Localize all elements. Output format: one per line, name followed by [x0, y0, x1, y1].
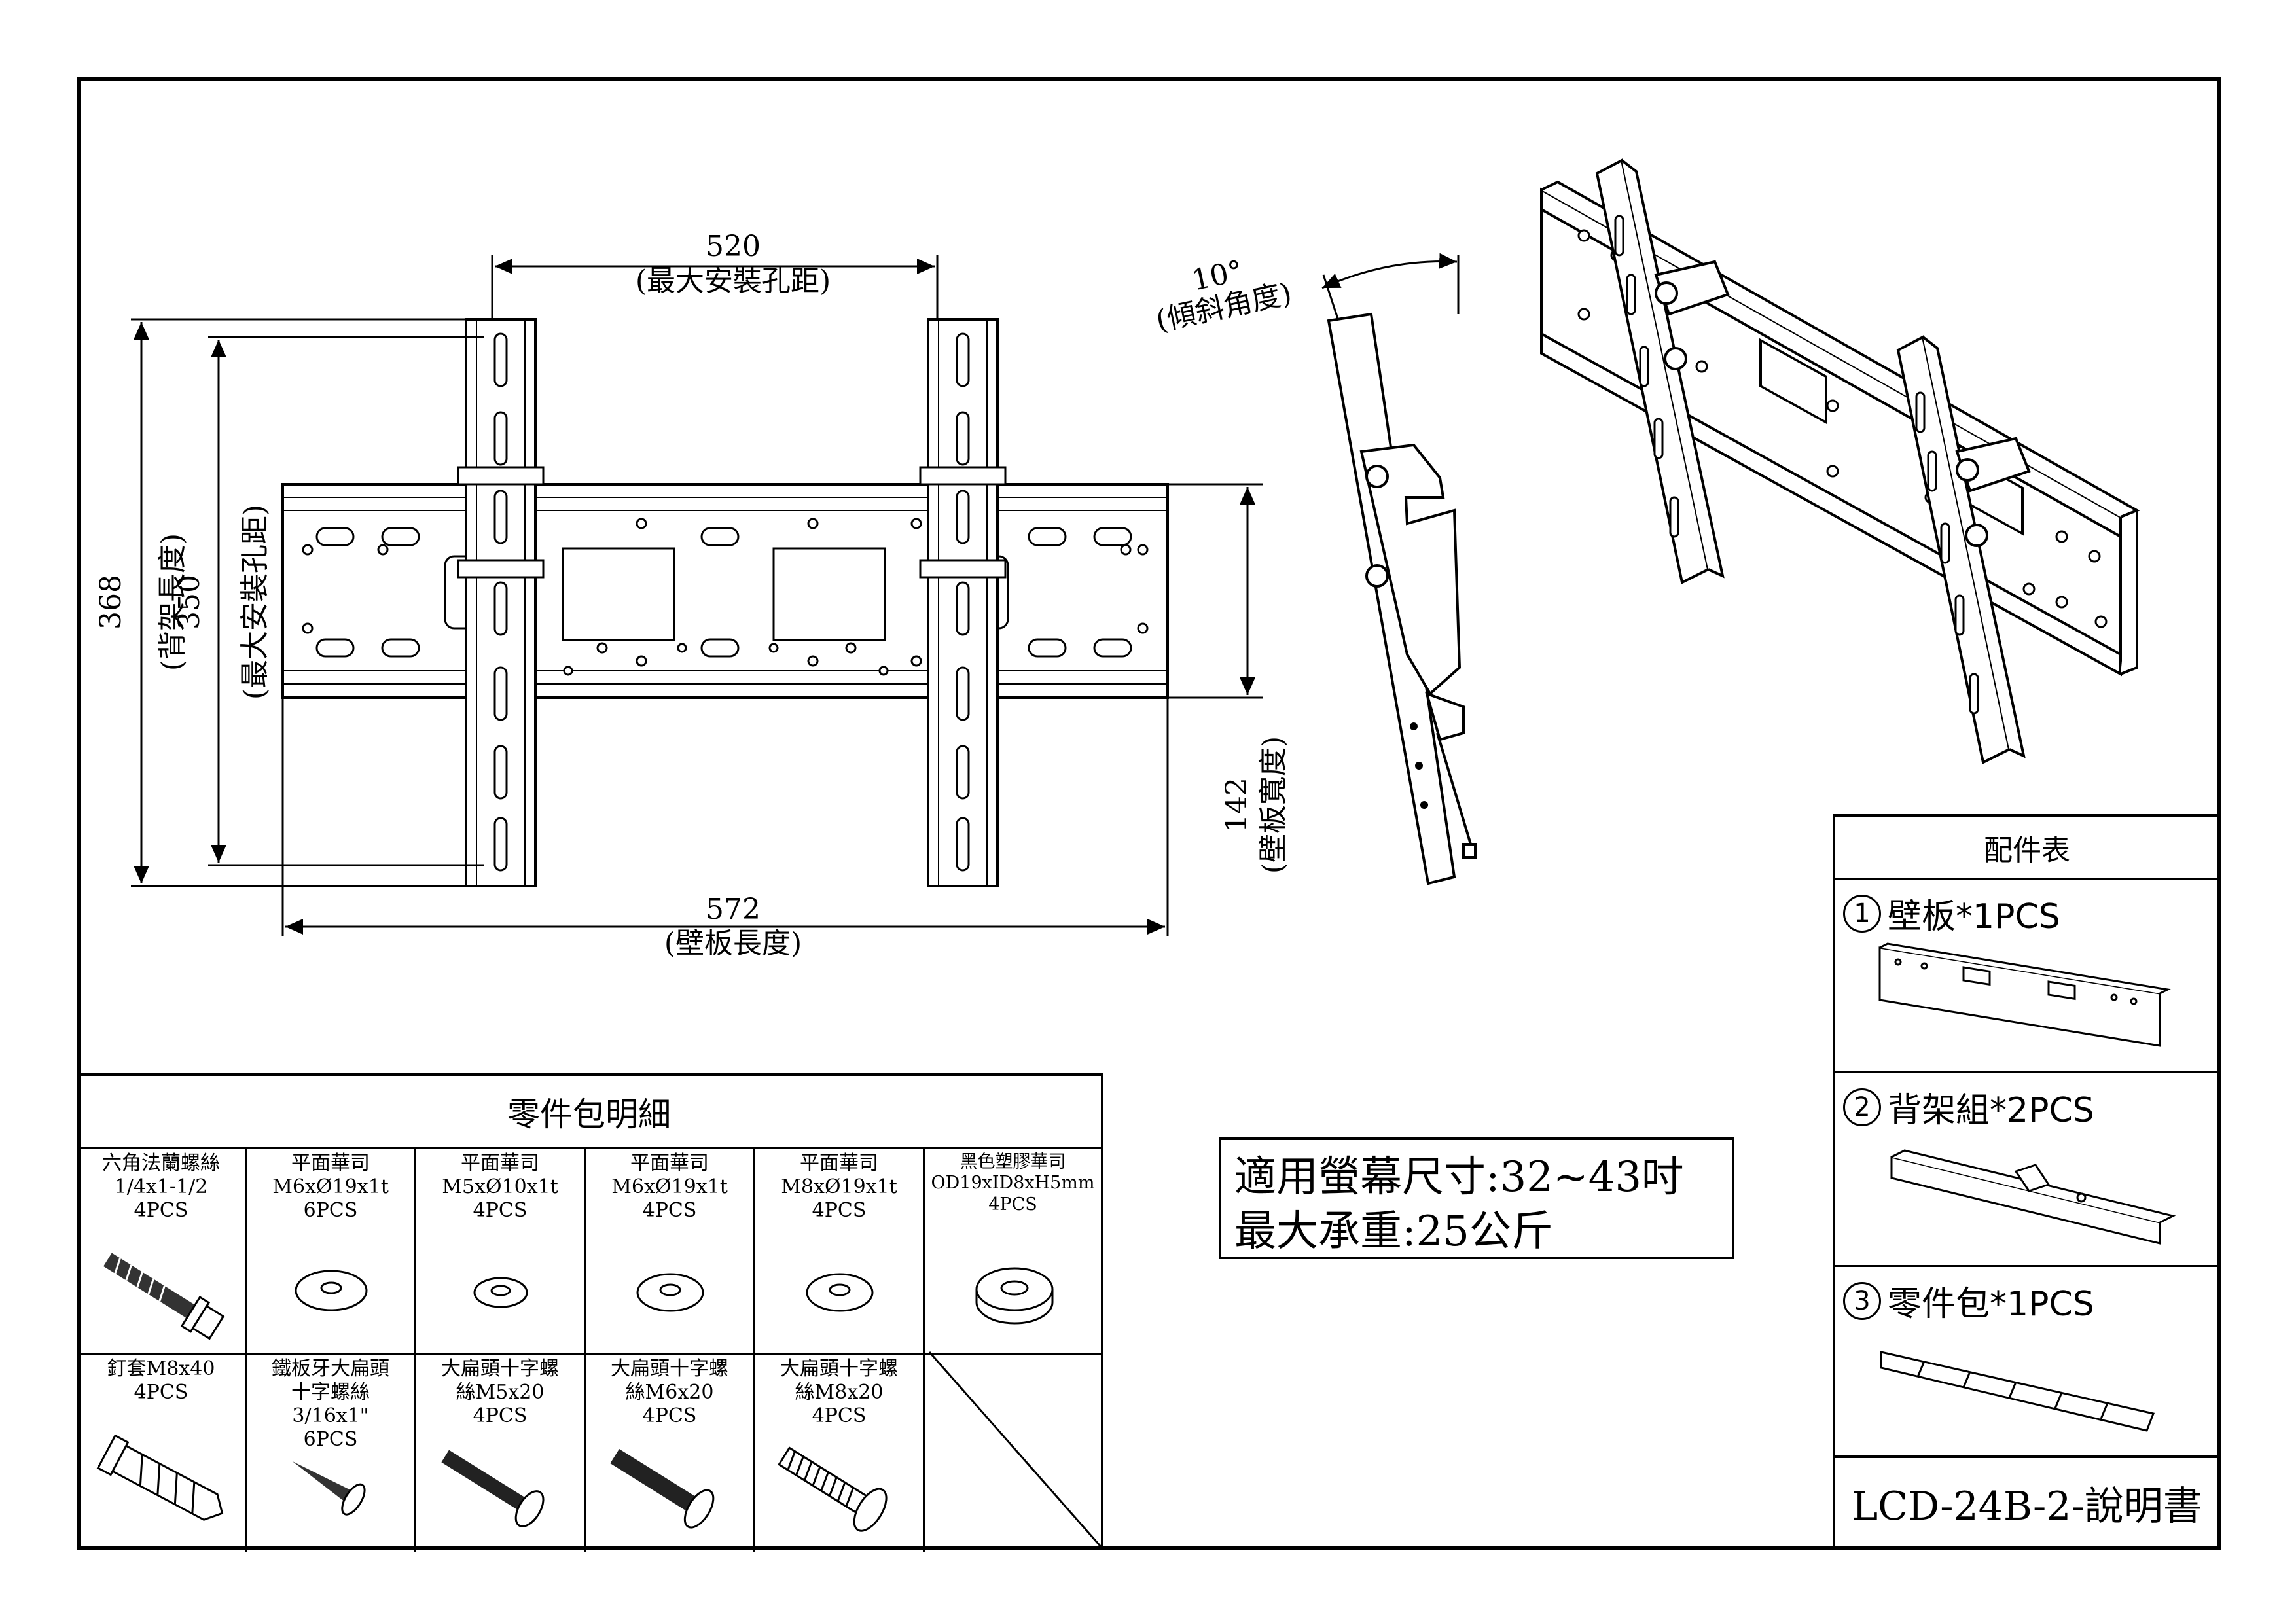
spec-box: 適用螢幕尺寸:32~43吋 最大承重:25公斤: [1219, 1137, 1734, 1259]
accessory-title: 配件表: [1835, 817, 2219, 880]
flat-washer-small-icon: [473, 1277, 528, 1308]
item-number: 1: [1843, 894, 1881, 933]
wall-plate-icon: [1878, 942, 2171, 1047]
part-cell-empty: [925, 1355, 1101, 1552]
right-rail: [919, 318, 1007, 887]
dim-top-value: 520: [706, 230, 761, 263]
dimension-lines: [131, 253, 1460, 936]
dim-left-inner-value: 350: [173, 575, 206, 630]
machine-screw-icon: [441, 1450, 545, 1527]
spec-screen-size: 適用螢幕尺寸:32~43吋: [1234, 1153, 1684, 1202]
self-tapping-screw-icon: [292, 1461, 366, 1516]
dim-bottom-caption: (壁板長度): [664, 927, 802, 960]
item-label: 背架組*2PCS: [1888, 1091, 2094, 1130]
wall-plate-outline: [281, 483, 1169, 699]
item-number: 3: [1843, 1281, 1881, 1320]
front-view: [281, 318, 1169, 887]
flat-washer-icon: [806, 1273, 874, 1312]
threaded-screw-icon: [778, 1446, 888, 1532]
flat-washer-icon: [636, 1273, 704, 1312]
parts-bag-icon: [1880, 1351, 2155, 1432]
flat-washer-icon: [295, 1270, 368, 1311]
left-rail: [457, 318, 545, 887]
dim-plate-height-value: 142: [1220, 777, 1253, 832]
dim-bottom-value: 572: [706, 893, 761, 926]
accessory-icons: [1878, 942, 2176, 1432]
parts-pack-title: 零件包明細: [77, 1076, 1101, 1149]
dim-left-inner-caption: (最大安裝孔距): [238, 504, 272, 700]
model-title: LCD-24B-2-說明書: [1835, 1455, 2219, 1547]
drawing-frame: [77, 77, 2221, 1550]
item-number: 2: [1843, 1088, 1881, 1126]
isometric-view: [1540, 158, 2140, 764]
dim-top-caption: (最大安裝孔距): [635, 264, 831, 298]
plastic-spacer-icon: [975, 1267, 1054, 1325]
parts-icons: [96, 1253, 1105, 1550]
hex-flange-bolt-icon: [103, 1253, 225, 1340]
spec-max-load: 最大承重:25公斤: [1234, 1207, 1553, 1257]
side-view: [1327, 312, 1477, 885]
machine-screw-icon: [610, 1448, 715, 1529]
dim-plate-height-caption: (壁板寬度): [1257, 736, 1290, 874]
dim-left-outer-value: 368: [94, 575, 128, 630]
item-label: 零件包*1PCS: [1888, 1285, 2094, 1324]
item-label: 壁板*1PCS: [1888, 897, 2060, 936]
wall-anchor-icon: [96, 1434, 224, 1521]
bracket-arm-icon: [1890, 1149, 2176, 1245]
